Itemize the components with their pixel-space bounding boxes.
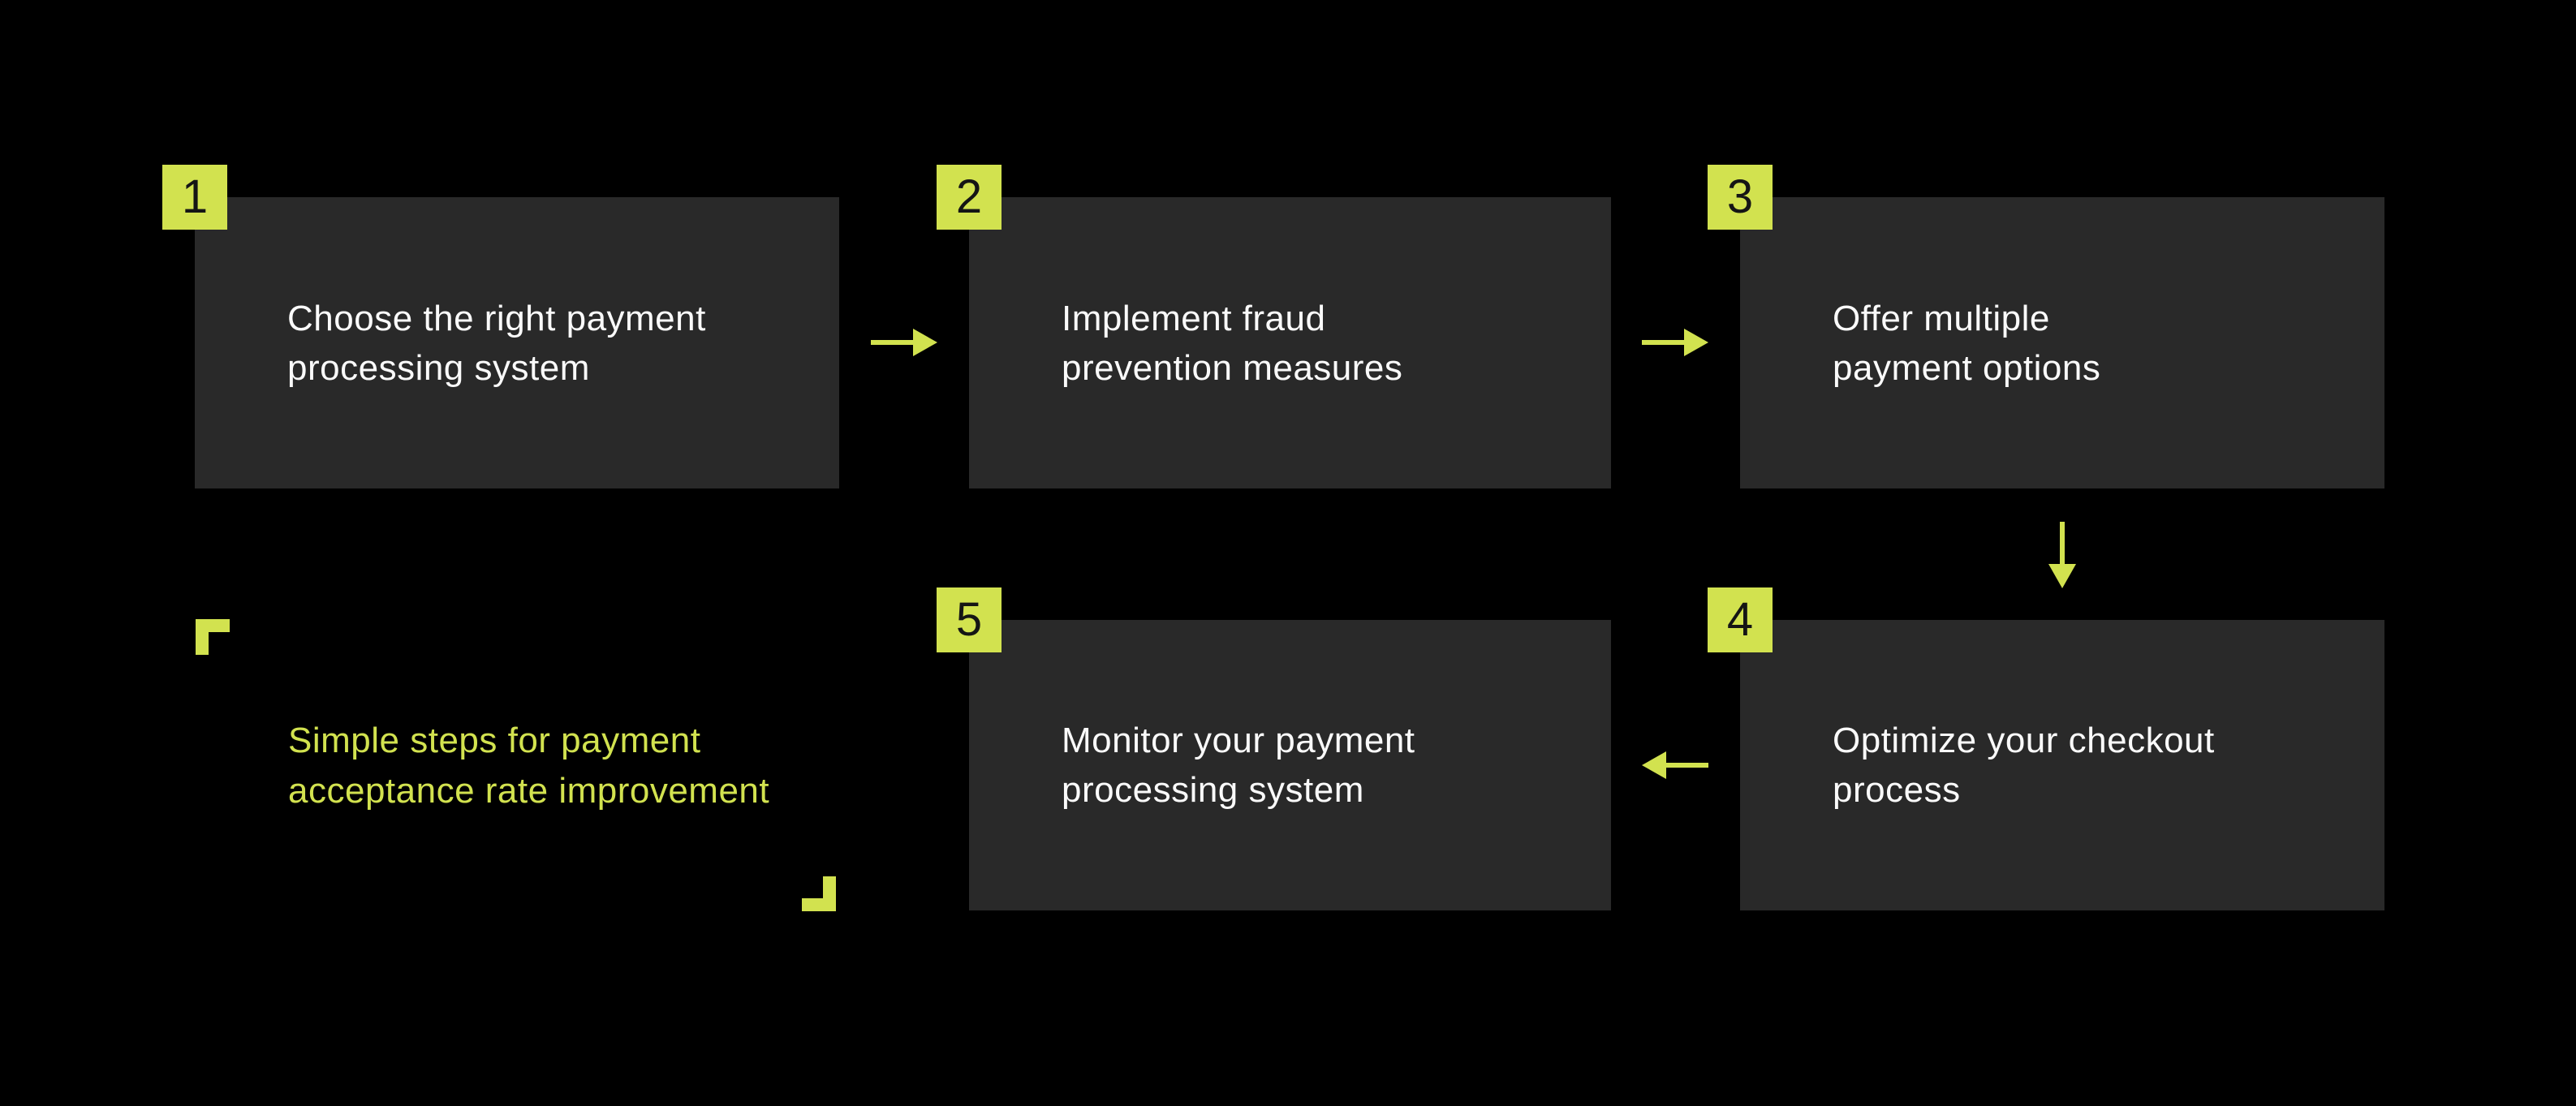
step-1-label: Choose the right payment processing syst… [195,294,706,393]
corner-bracket-top-left-icon [196,619,230,655]
step-3-label: Offer multiple payment options [1740,294,2100,393]
title-line-2: acceptance rate improvement [288,771,770,811]
step-5-label-line-2: processing system [1062,770,1364,810]
step-4-label-line-2: process [1833,770,1961,810]
step-3-number-badge: 3 [1708,165,1773,230]
step-5-label: Monitor your payment processing system [969,716,1415,815]
step-box-1: 1 Choose the right payment processing sy… [162,165,839,488]
step-box-5: 5 Monitor your payment processing system [937,587,1611,910]
step-box-3: 3 Offer multiple payment options [1708,165,2384,488]
step-2-number-badge: 2 [937,165,1002,230]
step-2-label-line-2: prevention measures [1062,347,1403,388]
step-box-4: 4 Optimize your checkout process [1708,587,2384,910]
step-3-label-line-2: payment options [1833,347,2101,388]
step-3-label-line-1: Offer multiple [1833,298,2050,338]
infographic-title: Simple steps for payment acceptance rate… [288,716,769,816]
step-2-label-line-1: Implement fraud [1062,298,1326,338]
step-4-label-line-1: Optimize your checkout [1833,721,2215,760]
step-1-number: 1 [181,170,209,223]
corner-bracket-bottom-right-icon [802,876,836,911]
step-5-label-line-1: Monitor your payment [1062,721,1415,760]
step-1-label-line-2: processing system [287,347,590,388]
step-3-number: 3 [1726,170,1754,223]
step-box-2: 2 Implement fraud prevention measures [937,165,1611,488]
step-5-number: 5 [955,593,983,646]
step-4-number: 4 [1726,593,1754,646]
left-arrow-icon [1642,751,1708,779]
down-arrow-icon [2048,522,2076,588]
title-line-1: Simple steps for payment [288,721,701,760]
step-1-label-line-1: Choose the right payment [287,298,706,338]
step-4-number-badge: 4 [1708,587,1773,652]
step-2-number: 2 [955,170,983,223]
right-arrow-icon [871,329,937,356]
step-1-number-badge: 1 [162,165,227,230]
step-5-number-badge: 5 [937,587,1002,652]
step-4-label: Optimize your checkout process [1740,716,2215,815]
step-2-label: Implement fraud prevention measures [969,294,1402,393]
right-arrow-icon [1642,329,1708,356]
